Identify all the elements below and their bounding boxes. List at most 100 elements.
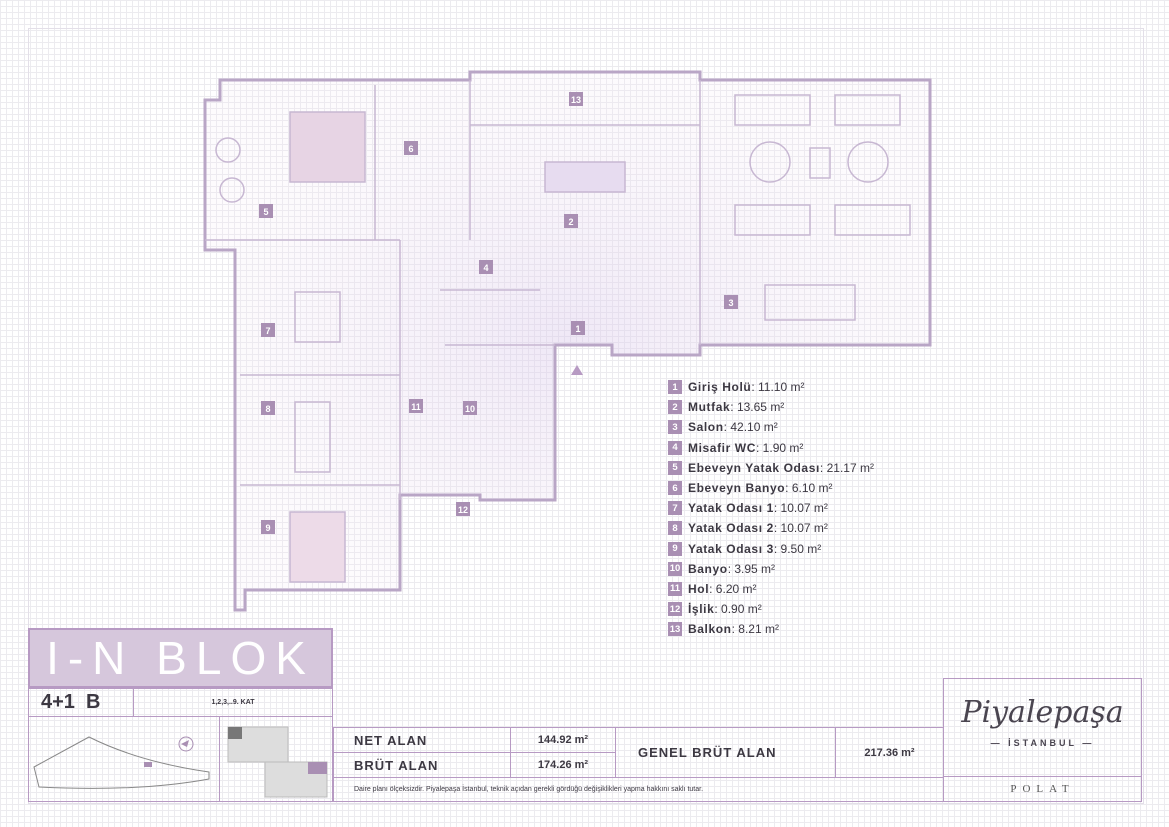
room-name: Yatak Odası 2 [688, 521, 774, 536]
room-area: : 13.65 m² [730, 400, 785, 415]
legend-item: 4 Misafir WC: 1.90 m² [668, 438, 874, 458]
room-number-badge: 4 [668, 440, 682, 455]
north-arrow-icon [571, 365, 583, 375]
room-name: Hol [688, 581, 710, 596]
room-area: : 6.20 m² [709, 581, 757, 596]
svg-text:6: 6 [408, 144, 413, 154]
room-area: : 10.07 m² [773, 521, 828, 536]
svg-text:8: 8 [265, 404, 270, 414]
room-area: : 9.50 m² [773, 541, 822, 556]
room-marker-13: 13 [569, 92, 583, 106]
room-number-badge: 1 [668, 380, 682, 395]
room-marker-2: 2 [564, 214, 578, 228]
legend-item: 13 Balkon: 8.21 m² [668, 619, 874, 639]
room-name: Salon [688, 420, 724, 435]
room-marker-11: 11 [409, 399, 423, 413]
room-marker-3: 3 [724, 295, 738, 309]
legend-item: 6 Ebeveyn Banyo: 6.10 m² [668, 478, 874, 498]
legend-item: 8 Yatak Odası 2: 10.07 m² [668, 518, 874, 538]
room-area: : 0.90 m² [714, 602, 762, 617]
svg-text:7: 7 [265, 326, 270, 336]
room-number-badge: 3 [668, 420, 682, 435]
room-area: : 42.10 m² [723, 420, 778, 435]
svg-text:1: 1 [575, 324, 580, 334]
disclaimer-note: Daire planı ölçeksizdir. Piyalepaşa İsta… [333, 777, 944, 802]
svg-text:4: 4 [483, 263, 488, 273]
room-number-badge: 8 [668, 521, 682, 536]
svg-text:2: 2 [568, 217, 573, 227]
company-name: POLAT [943, 776, 1142, 802]
room-area: : 3.95 m² [727, 561, 776, 576]
net-area-value: 144.92 m² [510, 727, 616, 753]
legend-item: 9 Yatak Odası 3: 9.50 m² [668, 539, 874, 559]
room-marker-6: 6 [404, 141, 418, 155]
room-marker-5: 5 [259, 204, 273, 218]
room-number-badge: 2 [668, 400, 682, 415]
svg-text:9: 9 [265, 523, 270, 533]
room-number-badge: 6 [668, 481, 682, 496]
room-name: Mutfak [688, 400, 731, 415]
interior-walls [205, 80, 911, 583]
legend-item: 7 Yatak Odası 1: 10.07 m² [668, 498, 874, 518]
room-marker-1: 1 [571, 321, 585, 335]
room-number-badge: 9 [668, 541, 682, 556]
total-gross-area-value: 217.36 m² [835, 727, 944, 778]
room-number-badge: 12 [668, 602, 682, 617]
gross-area-label: BRÜT ALAN [333, 752, 511, 778]
room-area: : 11.10 m² [751, 380, 805, 395]
svg-text:13: 13 [571, 95, 581, 105]
room-name: Misafir WC [688, 440, 757, 455]
room-area: : 8.21 m² [731, 622, 779, 637]
logo-subtitle: İSTANBUL [1008, 738, 1077, 748]
room-area: : 10.07 m² [773, 501, 828, 516]
logo-script: Piyalepaşa [961, 695, 1124, 730]
room-number-badge: 11 [668, 581, 682, 596]
floor-info: 1,2,3,..9. KAT [133, 688, 333, 717]
room-number-badge: 10 [668, 561, 682, 576]
svg-text:3: 3 [728, 298, 733, 308]
room-name: İşlik [688, 602, 715, 617]
site-map [28, 716, 220, 802]
svg-text:5: 5 [263, 207, 268, 217]
room-name: Ebeveyn Yatak Odası [688, 460, 820, 475]
compass-icon [181, 740, 189, 747]
site-map-drawing [33, 736, 210, 789]
room-area: : 21.17 m² [819, 460, 874, 475]
room-number-badge: 5 [668, 460, 682, 475]
gross-area-value: 174.26 m² [510, 752, 616, 778]
svg-text:10: 10 [465, 404, 475, 414]
room-name: Yatak Odası 1 [688, 501, 774, 516]
room-marker-7: 7 [261, 323, 275, 337]
legend-item: 11 Hol: 6.20 m² [668, 579, 874, 599]
legend-item: 10 Banyo: 3.95 m² [668, 559, 874, 579]
room-marker-12: 12 [456, 502, 470, 516]
unit-type: 4+1 B [28, 688, 134, 717]
room-name: Ebeveyn Banyo [688, 481, 786, 496]
room-marker-4: 4 [479, 260, 493, 274]
legend-item: 3 Salon: 42.10 m² [668, 417, 874, 437]
room-name: Yatak Odası 3 [688, 541, 774, 556]
room-area: : 1.90 m² [756, 440, 804, 455]
room-area: : 6.10 m² [785, 481, 833, 496]
block-title: I-N BLOK [28, 628, 333, 688]
net-area-label: NET ALAN [333, 727, 511, 753]
room-name: Banyo [688, 561, 728, 576]
page-frame [28, 28, 1144, 804]
room-number-badge: 13 [668, 622, 682, 637]
room-number-badge: 7 [668, 501, 682, 516]
room-marker-8: 8 [261, 401, 275, 415]
svg-text:12: 12 [458, 505, 468, 515]
legend-item: 5 Ebeveyn Yatak Odası: 21.17 m² [668, 458, 874, 478]
svg-text:11: 11 [411, 402, 421, 412]
total-gross-area-label: GENEL BRÜT ALAN [615, 727, 836, 778]
legend-item: 2 Mutfak: 13.65 m² [668, 397, 874, 417]
block-key-plan [219, 716, 333, 802]
room-marker-10: 10 [463, 401, 477, 415]
room-name: Balkon [688, 622, 732, 637]
room-marker-9: 9 [261, 520, 275, 534]
brand-logo: Piyalepaşa — İSTANBUL — [943, 678, 1142, 777]
room-markers: 13 6 2 5 4 3 7 1 8 11 10 9 12 [259, 92, 738, 534]
